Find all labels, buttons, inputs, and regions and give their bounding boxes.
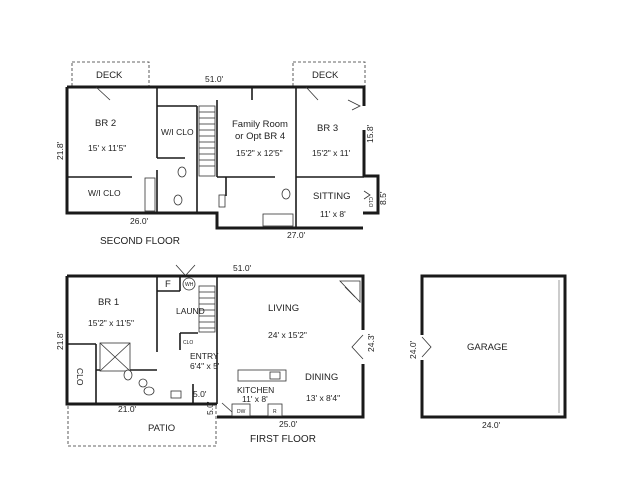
second-floor: DECK DECK (55, 61, 388, 247)
upper-sink-right (218, 194, 226, 208)
entry-size: 6'4" x 5' (190, 361, 220, 371)
dining-size: 13' x 8'4" (306, 393, 340, 403)
first-dim-top: 51.0' (233, 263, 252, 273)
kitchen-sink (269, 371, 281, 380)
first-floor: PATIO (55, 263, 376, 447)
br1-size: 15'2" x 11'5" (88, 318, 134, 328)
patio-outline (67, 403, 217, 447)
front-door-swing (175, 264, 196, 276)
dishwasher (231, 403, 251, 417)
second-floor-exterior-wall-bottom (65, 87, 363, 230)
second-floor-exterior-wall-right (362, 130, 380, 215)
r-label: R (273, 409, 277, 415)
deck-door-right-swing (305, 86, 319, 101)
upper-stairs (198, 105, 216, 177)
lower-toilet (143, 386, 155, 396)
upper-bathtub-right (262, 213, 294, 227)
first-dim-entry-small: 5.0' (193, 389, 207, 399)
family-room-line2: or Opt BR 4 (235, 131, 285, 142)
garage-dim-left: 24.0' (408, 340, 418, 359)
sitting-size: 11' x 8' (320, 209, 346, 219)
first-dim-bottom-left: 21.0' (118, 404, 137, 414)
laund-label: LAUND (176, 306, 205, 316)
second-dim-bottom-left: 26.0' (130, 216, 149, 226)
second-dim-right-upper: 15.8' (365, 124, 375, 143)
upper-toilet-left (173, 194, 183, 206)
entry-fixture (170, 390, 182, 399)
br3-name: BR 3 (317, 123, 338, 134)
deck-left-label: DECK (96, 70, 123, 81)
upper-bathtub-left (144, 177, 156, 212)
lower-stairs (198, 285, 216, 333)
lower-toilet-tank (138, 378, 148, 388)
living-side-door (351, 334, 364, 360)
dining-name: DINING (305, 372, 338, 383)
clo-center-label: CLO (183, 340, 193, 346)
garage-side-door (421, 336, 432, 358)
refrigerator (267, 403, 283, 417)
wi-clo-lower-label: W/I CLO (88, 188, 121, 198)
second-dim-left: 21.8' (55, 141, 65, 160)
kitchen-size: 11' x 8' (242, 394, 268, 404)
lower-sink (123, 369, 133, 381)
second-dim-bottom-right: 27.0' (287, 230, 306, 240)
garage-wall (420, 274, 567, 419)
first-dim-left: 21.8' (55, 331, 65, 350)
living-name: LIVING (268, 303, 299, 314)
clo-door-swing (363, 190, 371, 200)
first-floor-exterior-wall-right (217, 364, 365, 419)
kitchen-door-swing (221, 402, 233, 413)
patio-label: PATIO (148, 423, 175, 434)
wi-clo-upper-label: W/I CLO (161, 127, 194, 137)
f-label: F (165, 279, 171, 290)
upper-toilet-right (281, 188, 291, 200)
entry-name: ENTRY (190, 351, 219, 361)
upper-sink-left (177, 166, 187, 178)
second-floor-title: SECOND FLOOR (100, 236, 180, 247)
clo-left-label: CLO (75, 368, 85, 386)
first-floor-exterior-wall-left (65, 276, 217, 406)
family-room-line1: Family Room (232, 119, 288, 130)
first-floor-title: FIRST FLOOR (250, 434, 316, 445)
living-size: 24' x 15'2" (268, 330, 307, 340)
garage: GARAGE 24.0' 24.0' (408, 274, 567, 430)
br1-name: BR 1 (98, 297, 119, 308)
first-floor-exterior-wall (67, 274, 365, 330)
first-dim-right: 24.3' (366, 333, 376, 352)
fireplace-line (344, 286, 356, 298)
deck-right-label: DECK (312, 70, 339, 81)
sitting-name: SITTING (313, 191, 350, 202)
br2-name: BR 2 (95, 118, 116, 129)
br2-size: 15' x 11'5" (88, 143, 126, 153)
second-dim-right-lower: 8.5' (378, 191, 388, 205)
second-floor-exterior-wall (67, 85, 366, 106)
deck-door-left-swing (95, 86, 111, 101)
kitchen-name: KITCHEN (237, 385, 274, 395)
garage-name: GARAGE (467, 342, 508, 353)
second-dim-top: 51.0' (205, 74, 224, 84)
water-heater-circle (182, 277, 196, 291)
dw-label: DW (237, 409, 246, 415)
water-heater-label: WH (185, 282, 194, 288)
first-dim-kitchen-side: 5.0' (205, 401, 215, 415)
br3-size: 15'2" x 11' (312, 148, 351, 158)
family-room-size: 15'2" x 12'5" (236, 148, 283, 158)
garage-dim-bottom: 24.0' (482, 420, 501, 430)
shower-cross-b (99, 342, 131, 372)
second-clo-label: CLO (367, 197, 373, 207)
kitchen-island (237, 369, 287, 382)
first-dim-bottom-right: 25.0' (279, 419, 298, 429)
br3-door-swing (347, 99, 361, 111)
